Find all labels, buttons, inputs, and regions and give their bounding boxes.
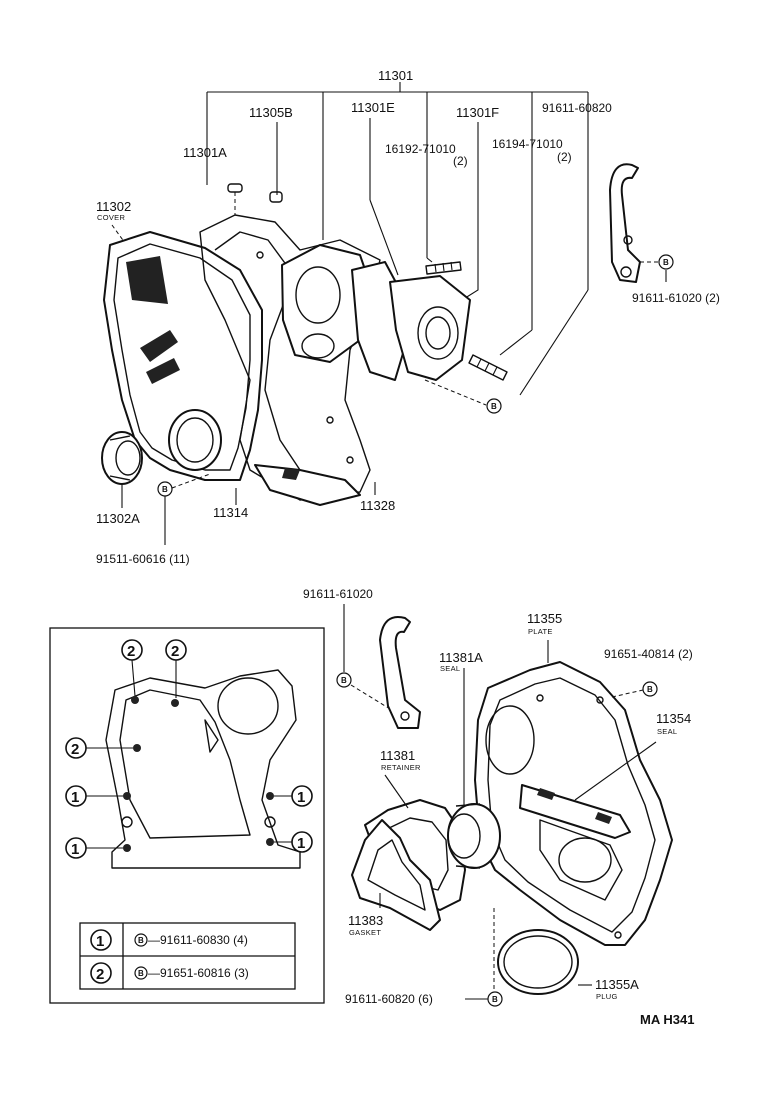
label-11301: 11301 bbox=[378, 68, 413, 83]
label-91611-61020-qty: 91611-61020 (2) bbox=[632, 291, 720, 305]
svg-text:1: 1 bbox=[71, 841, 79, 858]
svg-text:2: 2 bbox=[71, 741, 79, 758]
seal-11354 bbox=[519, 784, 631, 839]
svg-text:B: B bbox=[341, 676, 347, 685]
svg-text:2: 2 bbox=[127, 643, 135, 660]
label-11381: 11381 bbox=[380, 748, 415, 763]
svg-text:1: 1 bbox=[71, 789, 79, 806]
oil-seal-11302a bbox=[101, 431, 143, 485]
label-91611-60820-top: 91611-60820 bbox=[542, 101, 612, 115]
label-11383: 11383 bbox=[348, 913, 383, 928]
label-11314: 11314 bbox=[213, 505, 248, 520]
label-11381A-sub: SEAL bbox=[440, 664, 460, 673]
diagram-id: MA H341 bbox=[640, 1012, 694, 1027]
housing-11301f bbox=[351, 261, 471, 381]
label-91611-61020: 91611-61020 bbox=[303, 587, 373, 601]
label-11302: 11302 bbox=[96, 199, 131, 214]
dowel-11305b bbox=[269, 191, 283, 203]
engine-hanger-bottom bbox=[379, 616, 421, 729]
label-16194-qty: (2) bbox=[557, 150, 572, 164]
bracket-11301 bbox=[206, 82, 589, 330]
label-11355-sub: PLATE bbox=[528, 627, 553, 636]
svg-text:B: B bbox=[491, 402, 497, 411]
stud-16194-71010 bbox=[468, 354, 508, 381]
label-11301F: 11301F bbox=[456, 105, 499, 120]
label-11354-sub: SEAL bbox=[657, 727, 677, 736]
label-11302-sub: COVER bbox=[97, 213, 125, 222]
label-11381A: 11381A bbox=[439, 650, 483, 665]
svg-text:2: 2 bbox=[171, 643, 179, 660]
label-11354: 11354 bbox=[656, 711, 691, 726]
inset-panel: 2 2 2 1 1 1 1 1 B —91611-608 bbox=[49, 627, 325, 1004]
svg-text:1: 1 bbox=[96, 933, 104, 950]
legend-table: 1 B —91611-60830 (4) 2 B —91651-60816 (3… bbox=[79, 922, 296, 990]
legend-part-2: —91651-60816 (3) bbox=[148, 966, 249, 980]
dowel-11301a bbox=[227, 183, 243, 193]
svg-text:B: B bbox=[138, 936, 144, 945]
label-11302A: 11302A bbox=[96, 511, 140, 526]
svg-text:2: 2 bbox=[96, 966, 104, 983]
label-16192-qty: (2) bbox=[453, 154, 468, 168]
svg-text:1: 1 bbox=[297, 835, 305, 852]
label-16192-71010: 16192-71010 bbox=[385, 142, 456, 156]
legend-row-1: 1 B —91611-60830 (4) bbox=[90, 929, 248, 951]
engine-hanger-top bbox=[609, 163, 641, 283]
svg-text:1: 1 bbox=[297, 789, 305, 806]
label-11301A: 11301A bbox=[183, 145, 227, 160]
label-16194-71010: 16194-71010 bbox=[492, 137, 563, 151]
label-11381-sub: RETAINER bbox=[381, 763, 421, 772]
legend-part-1: —91611-60830 (4) bbox=[148, 933, 248, 947]
timing-cover-11302 bbox=[103, 231, 263, 481]
svg-text:B: B bbox=[162, 485, 168, 494]
svg-text:B: B bbox=[647, 685, 653, 694]
svg-text:B: B bbox=[138, 969, 144, 978]
label-11301E: 11301E bbox=[351, 100, 395, 115]
legend-row-2: 2 B —91651-60816 (3) bbox=[90, 962, 249, 984]
bolt-marker bbox=[658, 254, 674, 270]
plug-11355a bbox=[497, 929, 579, 995]
label-11305B: 11305B bbox=[249, 105, 293, 120]
label-11355A-sub: PLUG bbox=[596, 992, 618, 1001]
stud-16192-71010 bbox=[425, 261, 462, 275]
svg-text:B: B bbox=[492, 995, 498, 1004]
label-11355: 11355 bbox=[527, 611, 562, 626]
label-11328: 11328 bbox=[360, 498, 395, 513]
label-91611-60820-6: 91611-60820 (6) bbox=[345, 992, 433, 1006]
label-11355A: 11355A bbox=[595, 977, 639, 992]
oil-seal-11381a bbox=[447, 803, 501, 869]
label-91651-40814: 91651-40814 (2) bbox=[604, 647, 693, 661]
bolt-marker-text: B bbox=[663, 258, 669, 267]
label-91511-60616: 91511-60616 (11) bbox=[96, 552, 190, 566]
label-11383-sub: GASKET bbox=[349, 928, 381, 937]
plate-11314 bbox=[254, 464, 361, 506]
